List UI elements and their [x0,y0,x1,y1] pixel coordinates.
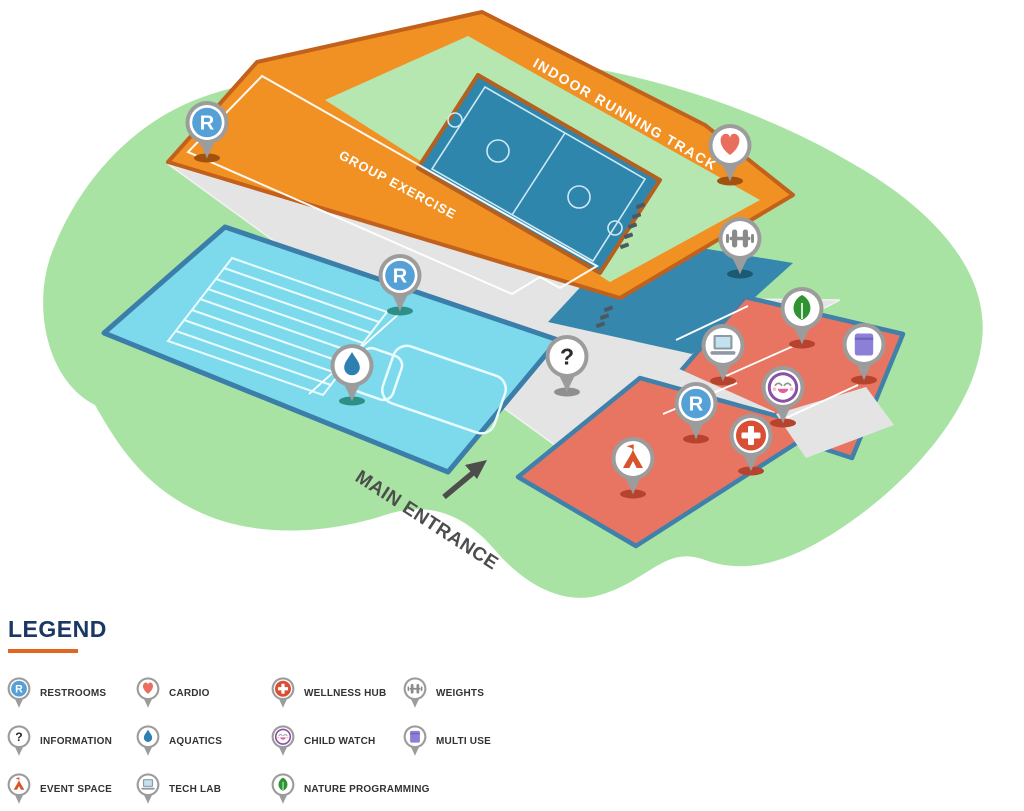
legend-item-nature: NATURE PROGRAMMING [270,772,430,806]
legend-label: MULTI USE [436,735,491,747]
legend-label: NATURE PROGRAMMING [304,783,430,795]
legend-item-wellness: WELLNESS HUB [270,676,386,710]
facility-map: R ? [43,10,983,598]
wellness-icon [270,676,296,710]
legend-label: EVENT SPACE [40,783,113,795]
legend-label: RESTROOMS [40,687,107,699]
legend-label: CARDIO [169,687,210,699]
eventspace-icon [6,772,32,806]
legend-label: AQUATICS [169,735,223,747]
weights-icon [402,676,428,710]
legend-item-techlab: TECH LAB [135,772,221,806]
lap-pool-lanes [166,256,389,397]
legend-label: WELLNESS HUB [304,687,387,699]
legend-label: WEIGHTS [436,687,485,699]
legend-label: CHILD WATCH [304,735,376,747]
legend-label: INFORMATION [40,735,113,747]
legend-item-cardio: CARDIO [135,676,210,710]
pool-deck [101,224,561,475]
childwatch-icon [270,724,296,758]
legend-item-weights: WEIGHTS [402,676,484,710]
legend-item-aquatics: AQUATICS [135,724,222,758]
multiuse-icon [402,724,428,758]
nature-icon [270,772,296,806]
legend-item-restrooms: RESTROOMS [6,676,106,710]
group-exercise-outline [186,74,599,296]
information-icon [6,724,32,758]
legend-title-underline [8,649,78,653]
main-entrance-arrow [442,460,487,500]
court-markings [430,85,647,263]
legend-label: TECH LAB [169,783,222,795]
cardio-icon [135,676,161,710]
walkway-right [776,387,894,458]
restrooms-icon [6,676,32,710]
legend-item-childwatch: CHILD WATCH [270,724,375,758]
aquatics-icon [135,724,161,758]
legend-item-multiuse: MULTI USE [402,724,491,758]
legend-title: LEGEND [8,616,107,642]
legend-item-eventspace: EVENT SPACE [6,772,112,806]
techlab-icon [135,772,161,806]
stairs-marks [595,202,646,328]
legend-item-information: INFORMATION [6,724,112,758]
legend: LEGEND RESTROOMS INFORMATION EVENT SPACE CA… [0,608,1024,811]
